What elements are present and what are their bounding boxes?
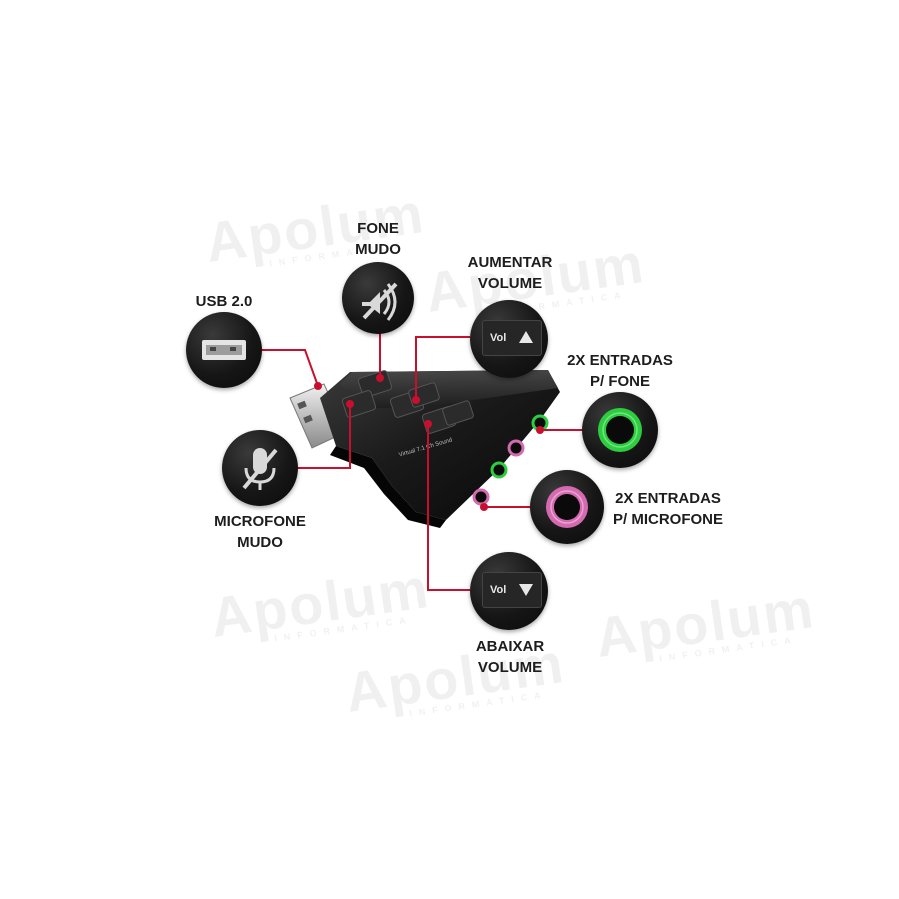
volume-down-callout: Vol <box>470 552 548 630</box>
pink-jack-icon <box>507 439 525 457</box>
arrow-up-icon <box>519 331 533 343</box>
label-line: MUDO <box>237 534 283 551</box>
green-jack-icon <box>490 461 508 479</box>
volume-up-callout: Vol <box>470 300 548 378</box>
label-line: VOLUME <box>477 659 543 676</box>
label-line: ABAIXAR <box>475 638 545 655</box>
microphone-mute-callout <box>222 430 298 506</box>
label-entradas-fone: 2X ENTRADAS P/ FONE <box>558 350 682 392</box>
label-line: AUMENTAR <box>467 254 553 271</box>
label-line: USB 2.0 <box>195 293 253 310</box>
usb-plug-icon <box>202 340 246 360</box>
label-fone-mudo: FONE MUDO <box>346 218 410 260</box>
pink-jack-icon <box>472 488 490 506</box>
volume-up-button-icon: Vol <box>482 320 542 356</box>
jack-fone-callout <box>582 392 658 468</box>
vol-label: Vol <box>490 332 507 344</box>
label-aumentar-volume: AUMENTAR VOLUME <box>462 252 558 294</box>
label-line: MICROFONE <box>214 513 306 530</box>
label-line: FONE <box>357 220 399 237</box>
jack-microfone-callout <box>530 470 604 544</box>
label-usb: USB 2.0 <box>186 291 262 312</box>
label-abaixar-volume: ABAIXAR VOLUME <box>462 636 558 678</box>
headphone-mute-callout <box>342 262 414 334</box>
label-line: P/ MICROFONE <box>612 511 723 528</box>
label-line: P/ FONE <box>589 373 650 390</box>
label-line: 2X ENTRADAS <box>567 352 673 369</box>
label-microfone-mudo: MICROFONE MUDO <box>206 511 314 553</box>
pink-jack-icon <box>546 486 588 528</box>
label-line: MUDO <box>355 241 401 258</box>
label-line: 2X ENTRADAS <box>615 490 721 507</box>
leader-line-abaixar-volume <box>427 424 470 591</box>
green-jack-icon <box>598 408 642 452</box>
microphone-mute-icon <box>242 448 278 490</box>
usb-callout <box>186 312 262 388</box>
vol-label: Vol <box>490 584 507 596</box>
arrow-down-icon <box>519 584 533 596</box>
label-entradas-microfone: 2X ENTRADAS P/ MICROFONE <box>606 488 730 530</box>
leader-line-microfone-mudo <box>295 404 351 469</box>
label-line: VOLUME <box>477 275 543 292</box>
volume-down-button-icon: Vol <box>482 572 542 608</box>
leader-line-usb <box>255 349 319 387</box>
leader-line-aumentar-volume <box>415 336 470 400</box>
headphone-mute-icon <box>362 282 398 321</box>
